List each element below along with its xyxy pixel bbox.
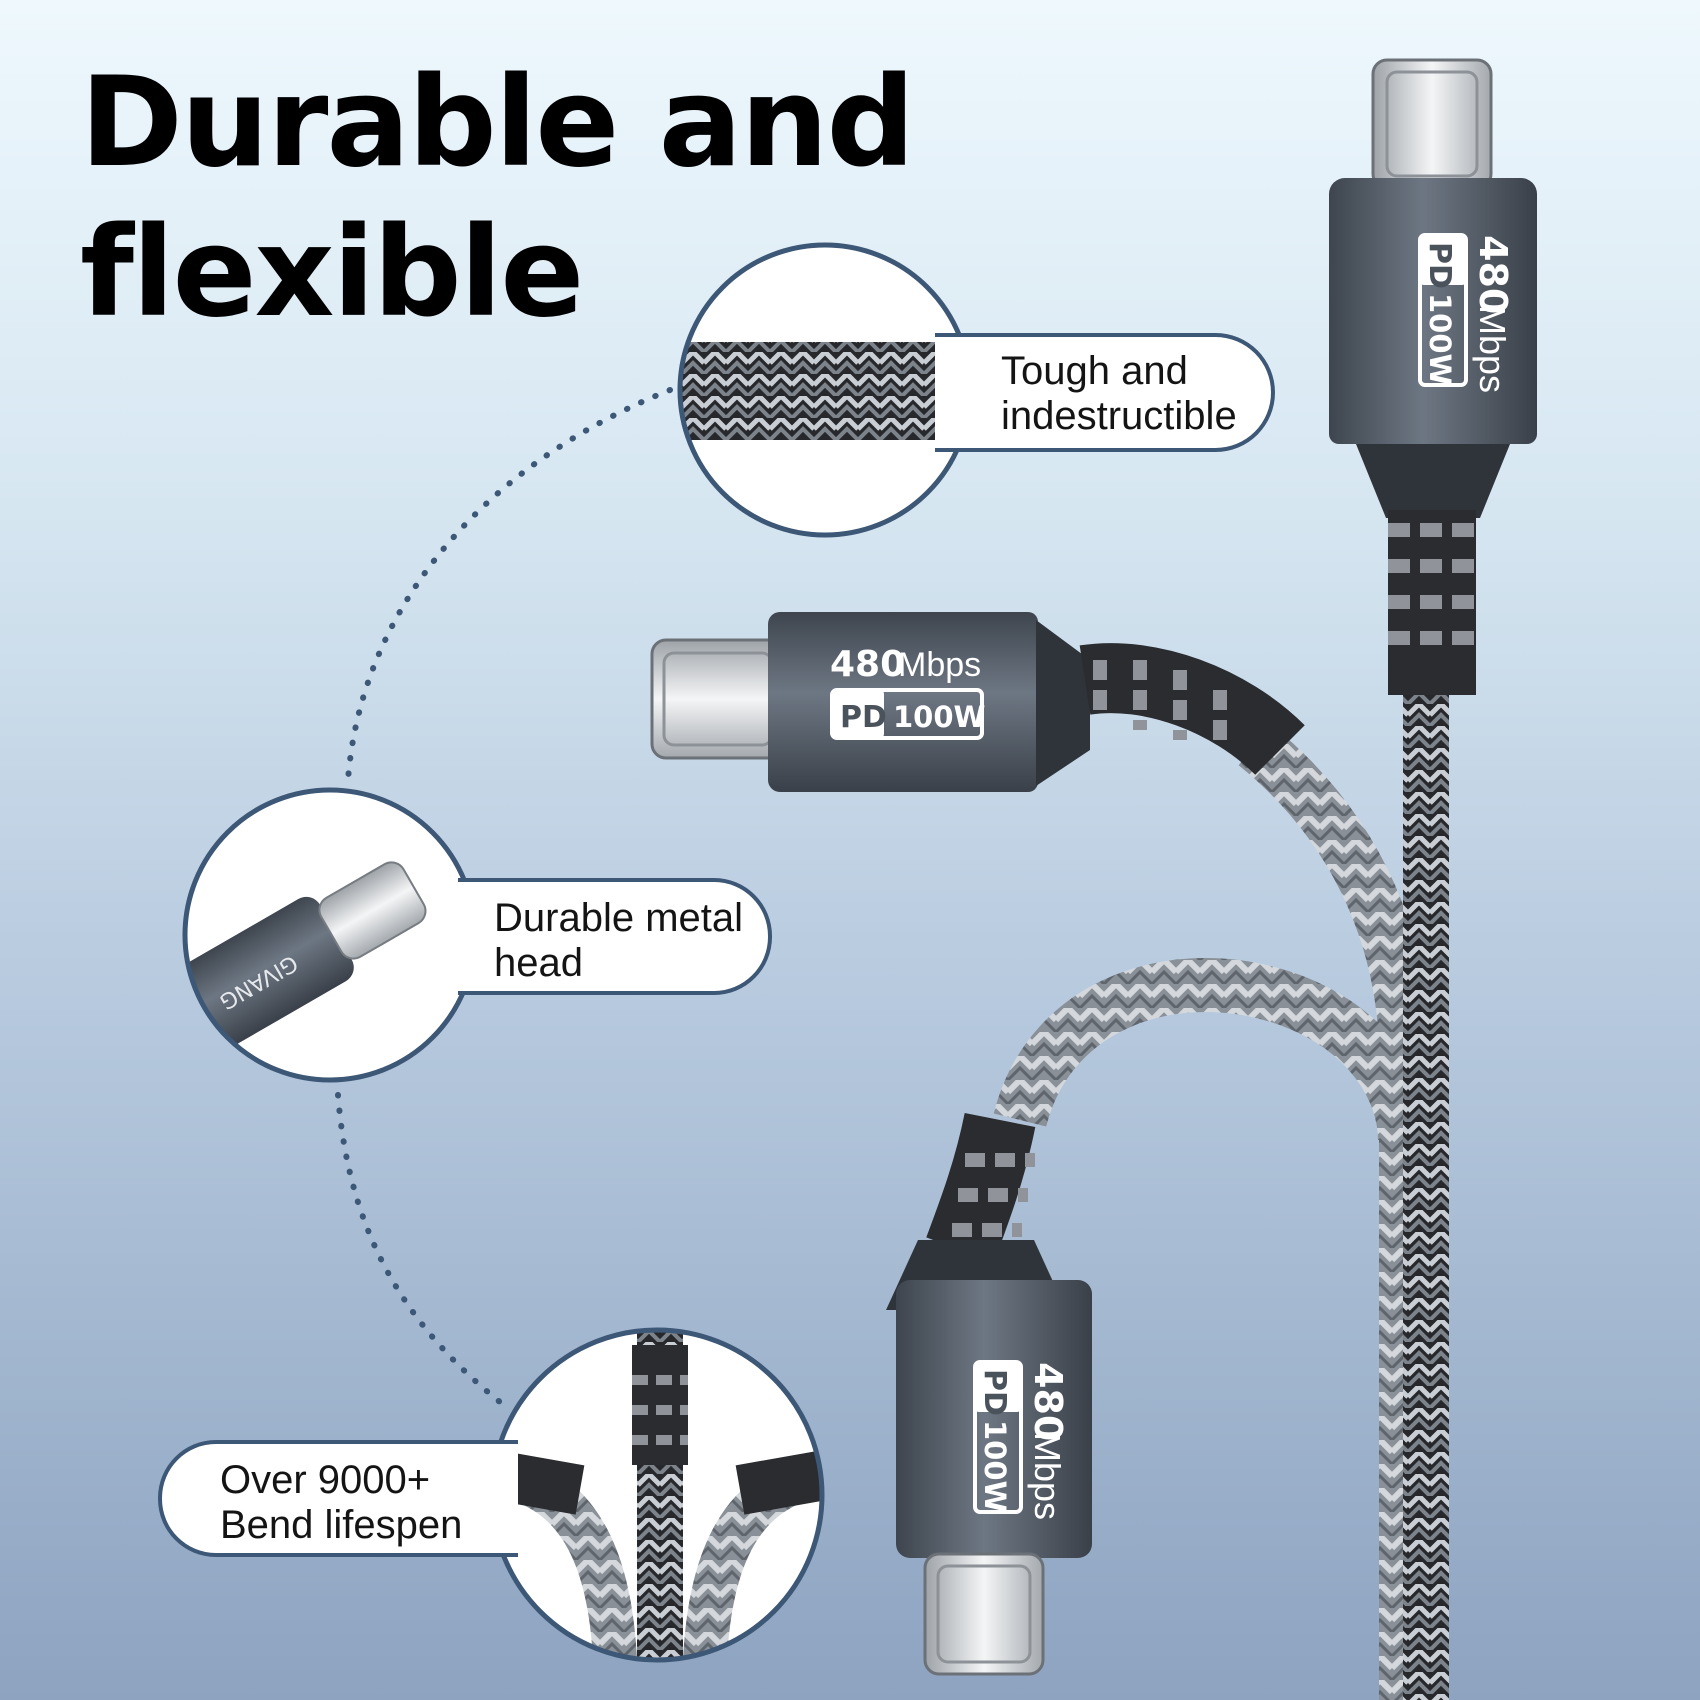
svg-text:100W: 100W	[1423, 293, 1457, 386]
feature-text-line-1: Tough and	[1001, 349, 1188, 393]
svg-text:PD: PD	[1422, 242, 1457, 289]
feature-text-line-2: indestructible	[1001, 394, 1237, 438]
headline: Durable and flexible	[80, 48, 915, 348]
feature-callout-metal-head: Durable metal head	[458, 878, 772, 995]
feature-callout-tough: Tough and indestructible	[935, 333, 1275, 452]
svg-text:480: 480	[1026, 1362, 1070, 1441]
braided-cable-closeup	[680, 245, 970, 535]
svg-text:PD: PD	[977, 1369, 1012, 1416]
feature-text-line-1: Durable metal	[494, 896, 744, 940]
dotted-arc-icon	[335, 387, 673, 1413]
metal-head-closeup: GIVANG	[185, 790, 475, 1080]
svg-text:Mbps: Mbps	[1472, 305, 1513, 393]
svg-text:100W: 100W	[978, 1420, 1012, 1513]
feature-text-line-2: head	[494, 941, 583, 985]
svg-text:480: 480	[1471, 235, 1515, 314]
usb-c-connector-icon	[650, 612, 1305, 792]
usb-c-connector-icon	[1329, 58, 1537, 695]
feature-text-line-2: Bend lifespen	[220, 1503, 463, 1547]
svg-text:PD: PD	[840, 700, 887, 735]
svg-text:480: 480	[830, 644, 905, 685]
headline-line-1: Durable and	[80, 51, 915, 195]
feature-callout-bend-lifespan: Over 9000+ Bend lifespen	[158, 1440, 518, 1557]
svg-text:100W: 100W	[893, 700, 986, 734]
usb-c-connector-icon	[886, 1112, 1092, 1676]
headline-line-2: flexible	[80, 201, 584, 345]
svg-text:Mbps: Mbps	[898, 646, 981, 684]
bend-lifespan-closeup	[492, 1330, 822, 1660]
svg-text:Mbps: Mbps	[1027, 1432, 1068, 1520]
feature-text-line-1: Over 9000+	[220, 1458, 431, 1502]
